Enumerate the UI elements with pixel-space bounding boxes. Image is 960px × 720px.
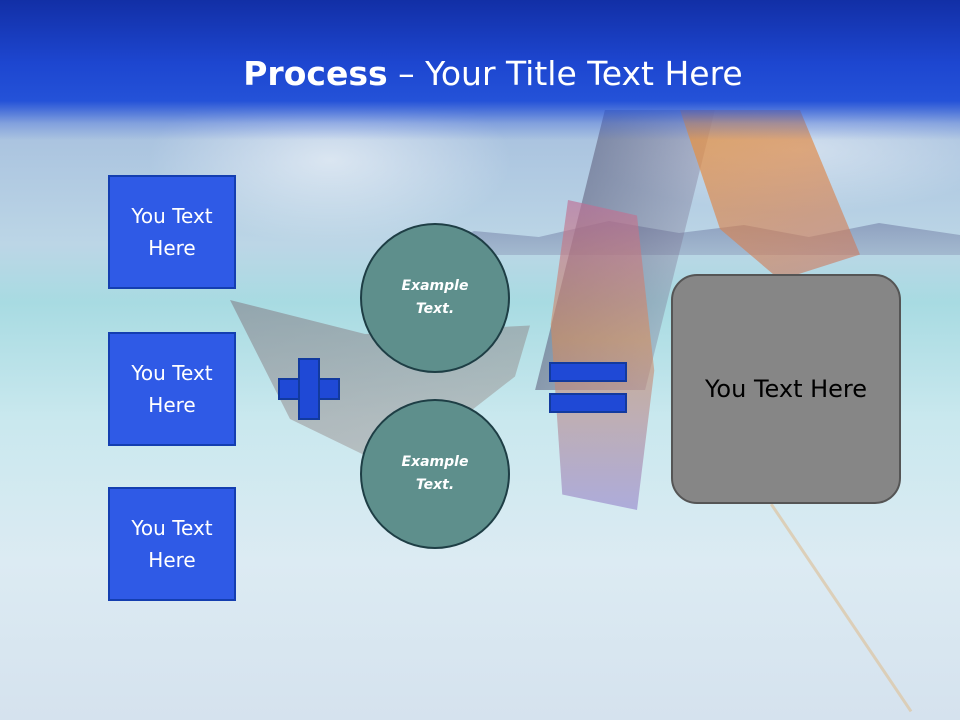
title-band: [0, 0, 960, 140]
title-bold: Process: [243, 54, 388, 93]
left-box-3: You Text Here: [108, 487, 236, 601]
result-box-text: You Text Here: [704, 375, 868, 403]
plus-icon: [278, 358, 340, 420]
background-ribbons: [550, 200, 655, 510]
title-rest: – Your Title Text Here: [387, 54, 743, 93]
left-box-1-text: You Text Here: [131, 204, 213, 260]
background-rope: [770, 503, 913, 713]
slide-title: Process – Your Title Text Here: [0, 52, 960, 96]
example-circle-1: Example Text.: [360, 223, 510, 373]
left-box-2-text: You Text Here: [131, 361, 213, 417]
equals-icon: [549, 362, 627, 414]
left-box-1: You Text Here: [108, 175, 236, 289]
result-box: You Text Here: [671, 274, 901, 504]
example-circle-2-text: Example Text.: [401, 454, 469, 493]
background-hills: [420, 221, 960, 255]
example-circle-1-text: Example Text.: [401, 278, 469, 317]
example-circle-2: Example Text.: [360, 399, 510, 549]
left-box-2: You Text Here: [108, 332, 236, 446]
left-box-3-text: You Text Here: [131, 516, 213, 572]
